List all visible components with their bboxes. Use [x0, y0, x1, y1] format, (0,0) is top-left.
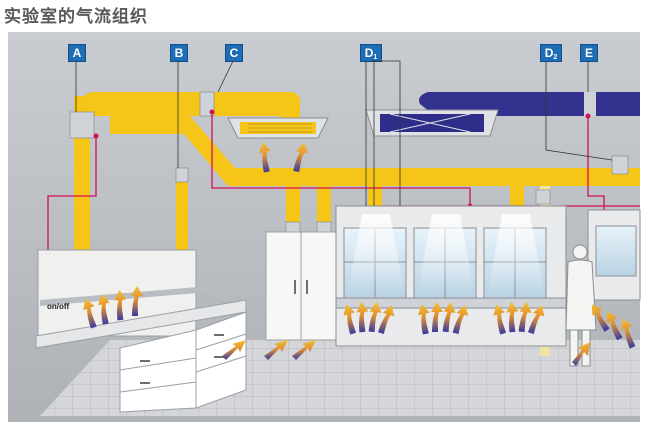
label-d1-letter: D [364, 46, 374, 60]
label-c: C [225, 44, 243, 62]
right-bench [587, 209, 641, 301]
label-d2: D2 [540, 44, 562, 62]
label-b: B [170, 44, 188, 62]
floor-airflow [222, 340, 590, 366]
fume-hood-row [335, 205, 567, 347]
diagram-title: 实验室的气流组织 [4, 7, 148, 27]
label-d1: D1 [360, 44, 382, 62]
storage-cabinet [265, 231, 337, 341]
left-workbench [35, 249, 247, 413]
exhaust-diffuser [365, 109, 499, 137]
label-a: A [68, 44, 86, 62]
label-d2-subscript: 2 [553, 54, 558, 61]
label-d1-subscript: 1 [373, 54, 378, 61]
label-e: E [580, 44, 598, 62]
on-off-switch-label: on/off [47, 302, 70, 311]
label-d2-letter: D [544, 46, 554, 60]
supply-diffuser [227, 117, 329, 139]
